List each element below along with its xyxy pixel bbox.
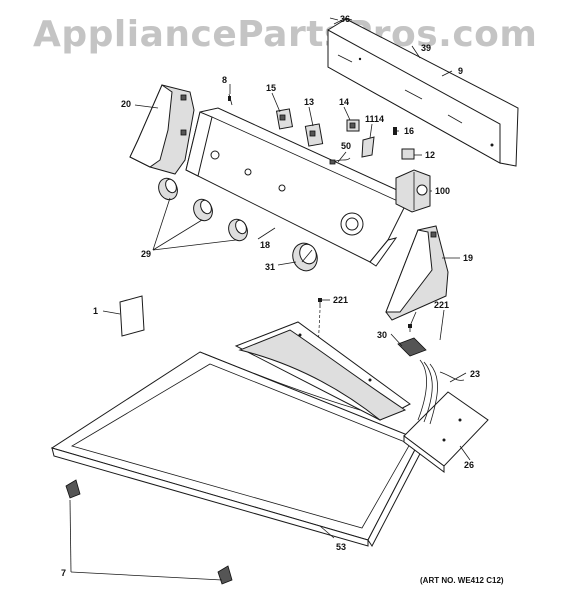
- callout-26: 26: [464, 460, 475, 470]
- callout-31: 31: [265, 262, 276, 272]
- knob-29-a: [158, 177, 178, 201]
- component-12: [401, 148, 415, 160]
- callout-14: 14: [339, 97, 350, 107]
- hinge-7-bottom: [217, 565, 233, 585]
- leader-lines: [69, 17, 471, 581]
- callout-12: 12: [425, 150, 436, 160]
- screw-221-left: [317, 298, 322, 351]
- knob-31: [292, 242, 318, 272]
- knob-29-b: [193, 198, 213, 222]
- component-1114: [361, 136, 375, 158]
- bracket-26: [403, 391, 489, 473]
- callout-53: 53: [336, 542, 347, 552]
- callout-1114: 1114: [365, 114, 385, 124]
- component-14: [346, 119, 360, 132]
- callout-100: 100: [435, 186, 451, 196]
- knob-29-c: [228, 218, 248, 242]
- callout-36: 36: [340, 14, 351, 24]
- literature-1: [119, 295, 145, 337]
- main-top-53: [50, 351, 425, 547]
- right-end-cap: [385, 225, 449, 321]
- switch-15: [275, 108, 294, 130]
- callout-16: 16: [404, 126, 415, 136]
- callout-23: 23: [470, 369, 481, 379]
- component-16: [393, 127, 397, 135]
- clip-36: [333, 17, 353, 25]
- callout-20: 20: [121, 99, 132, 109]
- callout-13: 13: [304, 97, 315, 107]
- callout-50: 50: [341, 141, 352, 151]
- control-console: [185, 107, 411, 267]
- hinge-7-top: [65, 479, 81, 499]
- art-number: (ART NO. WE412 C12): [420, 576, 504, 585]
- callout-19: 19: [463, 253, 474, 263]
- rear-panel: [327, 18, 519, 167]
- callout-18: 18: [260, 240, 271, 250]
- switch-13: [304, 123, 324, 147]
- timer-100: [395, 169, 431, 213]
- top-frame: [234, 321, 411, 421]
- callout-29: 29: [141, 249, 152, 259]
- screw-8: [228, 93, 233, 106]
- callout-7: 7: [61, 568, 67, 578]
- callout-221-left: 221: [333, 295, 349, 305]
- callout-221-right: 221: [434, 300, 450, 310]
- callout-30: 30: [377, 330, 388, 340]
- left-end-cap: [129, 84, 195, 175]
- callout-1: 1: [93, 306, 99, 316]
- callout-8: 8: [222, 75, 228, 85]
- watermark: AppliancePartsPros.com: [33, 14, 538, 55]
- component-50: [329, 157, 351, 165]
- callout-15: 15: [266, 83, 277, 93]
- callout-39: 39: [421, 43, 432, 53]
- bracket-30: [397, 337, 427, 357]
- harness-23: [417, 359, 465, 425]
- callout-9: 9: [458, 66, 464, 76]
